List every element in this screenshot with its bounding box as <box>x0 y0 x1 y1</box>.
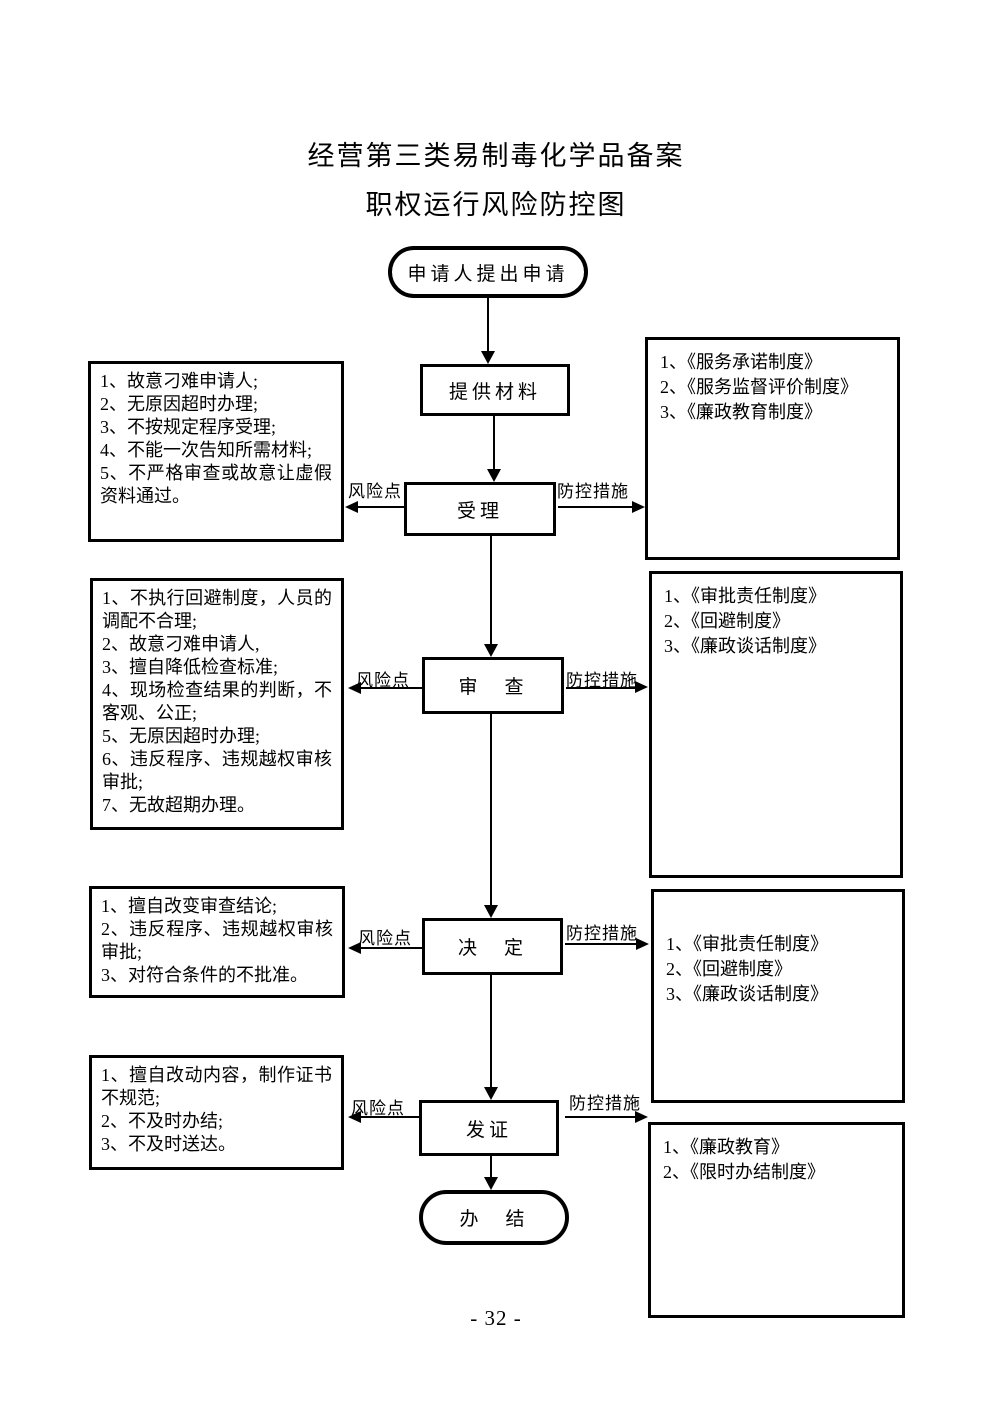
arrow-issue-to-risk4-line <box>360 1116 419 1118</box>
arrow-down-icon <box>484 1177 498 1190</box>
flow-node-end: 办 结 <box>419 1190 569 1245</box>
risk-box-decide: 1、擅自改变审查结论; 2、违反程序、违规越权审核审批; 3、对符合条件的不批准… <box>89 886 345 998</box>
risk-point-label-3: 风险点 <box>358 929 412 948</box>
list-item: 3、对符合条件的不批准。 <box>101 965 308 985</box>
page-number: - 32 - <box>470 1306 522 1330</box>
list-item: 3、擅自降低检查标准; <box>102 657 279 677</box>
arrow-down-icon <box>484 644 498 657</box>
flow-node-provide-material: 提供材料 <box>420 364 570 416</box>
list-item: 2、《服务监督评价制度》 <box>660 377 858 397</box>
list-item: 3、《廉政谈话制度》 <box>666 984 828 1004</box>
control-box-review: 1、《审批责任制度》 2、《回避制度》 3、《廉政谈话制度》 <box>649 571 903 878</box>
list-item: 5、不严格审查或故意让虚假资料通过。 <box>100 463 332 506</box>
control-measure-label-3: 防控措施 <box>566 924 638 943</box>
arrow-issue-to-control4-line <box>565 1116 636 1118</box>
control-measure-label-4: 防控措施 <box>569 1094 641 1113</box>
list-item: 7、无故超期办理。 <box>102 795 255 815</box>
arrow-decide-to-risk3-line <box>360 947 422 949</box>
arrow-start-to-material-line <box>487 298 489 352</box>
arrow-right-icon <box>635 681 648 693</box>
list-item: 2、不及时办结; <box>101 1111 224 1131</box>
flow-node-decide: 决 定 <box>422 918 563 975</box>
arrow-decide-to-issue-line <box>490 975 492 1088</box>
arrow-material-to-accept-line <box>493 416 495 470</box>
arrow-left-icon <box>348 1111 361 1123</box>
control-box-decide: 1、《审批责任制度》 2、《回避制度》 3、《廉政谈话制度》 <box>651 889 905 1103</box>
arrow-decide-to-control3-line <box>565 943 637 945</box>
arrow-review-to-control2-line <box>566 687 636 689</box>
arrow-down-icon <box>484 905 498 918</box>
arrow-down-icon <box>484 1087 498 1100</box>
arrow-left-icon <box>348 942 361 954</box>
arrow-right-icon <box>635 1111 648 1123</box>
list-item: 1、擅自改变审查结论; <box>101 896 278 916</box>
control-measure-label-2: 防控措施 <box>566 671 638 690</box>
control-box-issue: 1、《廉政教育》 2、《限时办结制度》 <box>648 1122 905 1318</box>
list-item: 2、违反程序、违规越权审核审批; <box>101 919 333 962</box>
flow-node-accept: 受理 <box>404 482 556 536</box>
list-item: 1、《廉政教育》 <box>663 1137 789 1157</box>
flow-node-start: 申请人提出申请 <box>388 246 588 298</box>
list-item: 2、故意刁难申请人, <box>102 634 260 654</box>
page-title: 经营第三类易制毒化学品备案 <box>307 141 685 171</box>
arrow-left-icon <box>345 501 358 513</box>
arrow-accept-to-risk1-line <box>357 506 404 508</box>
control-box-accept: 1、《服务承诺制度》 2、《服务监督评价制度》 3、《廉政教育制度》 <box>645 337 900 560</box>
list-item: 2、无原因超时办理; <box>100 394 259 414</box>
risk-box-review: 1、不执行回避制度，人员的调配不合理; 2、故意刁难申请人, 3、擅自降低检查标… <box>90 578 344 830</box>
list-item: 1、故意刁难申请人; <box>100 371 259 391</box>
list-item: 2、《回避制度》 <box>664 611 790 631</box>
flow-node-issue-certificate: 发证 <box>419 1100 559 1156</box>
risk-point-label-2: 风险点 <box>356 671 410 690</box>
arrow-right-icon <box>632 501 645 513</box>
list-item: 3、《廉政谈话制度》 <box>664 636 826 656</box>
control-measure-label-1: 防控措施 <box>557 482 629 501</box>
list-item: 1、《审批责任制度》 <box>666 934 828 954</box>
list-item: 2、《回避制度》 <box>666 959 792 979</box>
list-item: 5、无原因超时办理; <box>102 726 261 746</box>
list-item: 1、《审批责任制度》 <box>664 586 826 606</box>
arrow-accept-to-control1-line <box>558 506 633 508</box>
risk-box-issue: 1、擅自改动内容，制作证书不规范; 2、不及时办结; 3、不及时送达。 <box>89 1055 344 1170</box>
list-item: 4、现场检查结果的判断，不客观、公正; <box>102 680 332 723</box>
risk-box-accept: 1、故意刁难申请人; 2、无原因超时办理; 3、不按规定程序受理; 4、不能一次… <box>88 361 344 542</box>
list-item: 3、《廉政教育制度》 <box>660 402 822 422</box>
arrow-right-icon <box>636 938 649 950</box>
arrow-down-icon <box>481 351 495 364</box>
arrow-left-icon <box>348 682 361 694</box>
list-item: 3、不按规定程序受理; <box>100 417 277 437</box>
risk-point-label-4: 风险点 <box>351 1099 405 1118</box>
risk-point-label-1: 风险点 <box>348 482 402 501</box>
arrow-accept-to-review-line <box>490 536 492 645</box>
list-item: 2、《限时办结制度》 <box>663 1162 825 1182</box>
list-item: 1、《服务承诺制度》 <box>660 352 822 372</box>
list-item: 1、不执行回避制度，人员的调配不合理; <box>102 588 332 631</box>
arrow-issue-to-end-line <box>490 1156 492 1178</box>
list-item: 1、擅自改动内容，制作证书不规范; <box>101 1065 332 1108</box>
arrow-review-to-decide-line <box>490 714 492 906</box>
flow-node-review: 审 查 <box>422 657 564 714</box>
page-subtitle: 职权运行风险防控图 <box>365 190 627 220</box>
arrow-review-to-risk2-line <box>360 687 422 689</box>
list-item: 3、不及时送达。 <box>101 1134 236 1154</box>
arrow-down-icon <box>487 469 501 482</box>
list-item: 4、不能一次告知所需材料; <box>100 440 312 460</box>
list-item: 6、违反程序、违规越权审核审批; <box>102 749 332 792</box>
